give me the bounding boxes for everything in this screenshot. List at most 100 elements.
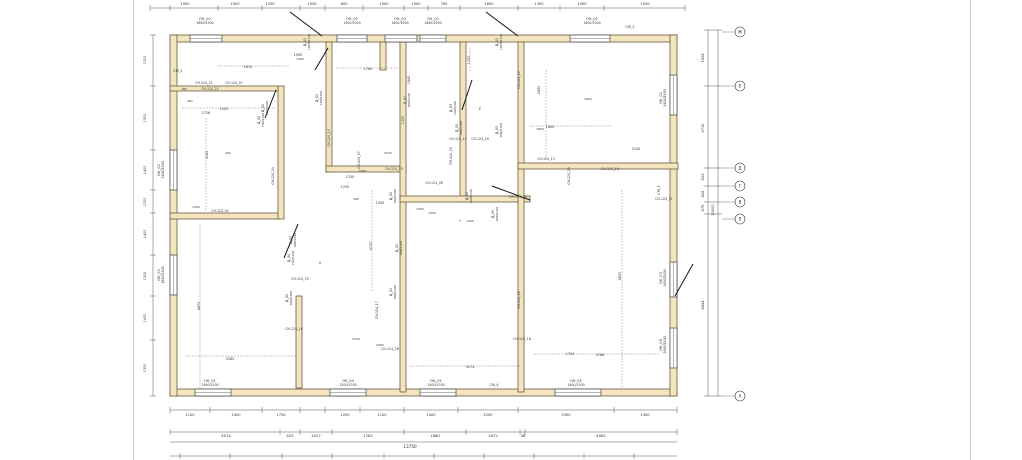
small-label-1: 180 [181, 87, 187, 91]
room-dim-9: 3285 [226, 357, 235, 361]
top-dim-label-2: 1250 [265, 2, 275, 6]
top-dim-label-9: 1350 [534, 2, 544, 6]
room-dim-14: 2830 [537, 86, 541, 95]
bottom-dim-label-6: 2200 [483, 413, 493, 417]
top-dim-label-0: 1000 [180, 2, 190, 6]
right-page-border [970, 0, 971, 460]
overall-dim-label-3: 1782 [363, 433, 373, 438]
left-dim-label-0: 1000 [143, 56, 147, 65]
top-dim-label-5: 1500 [379, 2, 389, 6]
bottom-dim-label-3: 1200 [340, 413, 350, 417]
room-dim-0: 1615 [244, 65, 253, 69]
wall-tag-17: СН-124_22 [201, 87, 219, 91]
bottom-dim-label-8: 1300 [640, 413, 650, 417]
room-dim-2: 1505 [220, 107, 229, 111]
door-swing-6 [491, 185, 531, 201]
room-dim-19: 1550 [376, 201, 385, 205]
window-label-ok-05-bottom-right: ОК_05 [570, 379, 582, 383]
small-label-11: 2030 [384, 151, 392, 155]
wall-tag-21: СН-124_28 [517, 291, 521, 309]
window-size-ok-04-bottom: 1200/1300 [339, 383, 356, 387]
overall-dim-label-7: 4062 [596, 433, 606, 438]
window-label-ok-05-right: ОК_05 [659, 339, 663, 351]
wall-tag-16: СН-124_21 [195, 81, 213, 85]
wall-tag-3: СН-124_24 [271, 167, 275, 185]
door-label-d-02-b: Д_02 [257, 116, 261, 124]
door-size-d-01-top-2: 1000/2100 [499, 34, 503, 50]
left-dim-label-2: 1400 [143, 166, 147, 175]
small-label-7: 1550 [428, 211, 436, 215]
top-dim-label-7: 700 [441, 2, 449, 6]
door-swing-1 [485, 11, 519, 37]
wall-tag-23: СН-124_31 [655, 197, 673, 201]
inner-wall-stub [379, 41, 387, 71]
window-size-ok-02-top-mid: 1500/1500 [343, 21, 360, 25]
axis-label-3: Г [739, 184, 742, 189]
bottom-dim-label-7: 2300 [561, 413, 571, 417]
window-label-ok-01-top-right: ОК_01 [586, 17, 598, 21]
overall-dim-label-4: 1680 [430, 433, 440, 438]
top-dim-label-3: 1050 [307, 2, 317, 6]
wall-tag-15: СН-124_20 [449, 147, 453, 165]
window-size-ok-01-top-right: 1400/1500 [583, 21, 600, 25]
right-dim-label-4: 479 [701, 204, 705, 212]
left-dim-label-1: 1300 [143, 114, 147, 123]
bottom-dim-label-2: 1750 [276, 413, 286, 417]
window-label-ok-03-top: ОК_03 [394, 17, 406, 21]
door-label-d-01-mid: Д_01 [389, 288, 393, 296]
inner-wall-mid-vt2 [399, 41, 407, 393]
inner-wall-left-vt [277, 85, 285, 220]
window-label-ok-02-top-3: ОК_02 [427, 17, 439, 21]
window-size-ok-02-top-left: 1650/1500 [196, 21, 213, 25]
left-dim-label-6: 1400 [143, 314, 147, 323]
right-dim-label-1: 2710 [701, 123, 705, 133]
door-size-d-02-d: 900/2100 [289, 291, 293, 305]
top-dim-label-8: 1650 [484, 2, 494, 6]
small-label-8: 1000 [296, 57, 304, 61]
window-size-ok-03-left: 1650/1500 [161, 266, 165, 283]
window-label-ok-03-left: ОК_03 [157, 269, 161, 281]
small-label-3: 162 [225, 151, 231, 155]
door-size-d-02-b: 700/2100 [261, 113, 265, 127]
wall-tag-0: СН-124_07 [357, 151, 361, 169]
overall-dim-label-5: 1672 [488, 433, 498, 438]
door-size-d-02-e: 900/2100 [393, 189, 397, 203]
wall-tag-7: СН-124_10 [509, 195, 527, 199]
door-size-d-02-right: 900/2100 [469, 189, 473, 203]
axis-label-0: Ж [738, 30, 743, 35]
overall-dim-label-2: 1027 [311, 433, 321, 438]
top-dim-label-10: 1500 [577, 2, 587, 6]
inner-wall-center-hz [399, 195, 531, 203]
wall-tag-18: СН-124_23 [567, 167, 571, 185]
wall-tag-13: СН-124_18 [513, 337, 531, 341]
window-label-ok-01-bottom-mid: ОК_01 [430, 379, 442, 383]
left-dim-label-3: 1200 [143, 198, 147, 207]
door-size-d-01-left: 700/2100 [319, 91, 323, 105]
inner-wall-right-vt [517, 41, 525, 393]
door-label-d-04: Д_04 [287, 254, 291, 262]
door-size-d-01-top: 1000/2100 [307, 34, 311, 50]
small-label-10: 1600 [584, 97, 592, 101]
misc-0: Н [319, 261, 322, 265]
bottom-dim-label-0: 1100 [185, 413, 195, 417]
wall-tag-11: СН-124_16 [285, 327, 303, 331]
small-label-9: 1800 [536, 127, 544, 131]
wall-tag-1: СН-124_07 [225, 81, 243, 85]
window-label-ok-02-top-left: ОК_02 [199, 17, 211, 21]
door-label-d-03: Д_03 [449, 104, 453, 112]
outer-wall-right [669, 34, 678, 397]
window-size-ok-03-top: 1400/1500 [391, 21, 408, 25]
window-label-ok-01-bottom-left: ОК_01 [204, 379, 216, 383]
door-label-d-02-d: Д_02 [285, 294, 289, 302]
bottom-dim-label-4: 1100 [377, 413, 387, 417]
room-dim-13: 1500 [294, 53, 303, 57]
door-label-d-02-e: Д_02 [389, 192, 393, 200]
window-size-ok-02-left: 1400/1500 [161, 161, 165, 178]
window-label-ok-02-right: ОК_02 [659, 92, 663, 104]
cm-tag-3: СМ_4 [489, 383, 498, 387]
inner-wall-small-hz [169, 85, 279, 92]
door-size-d-01-lower: 900/2100 [407, 93, 411, 107]
top-dim-label-11: 1500 [640, 2, 650, 6]
cm-tag-2: СМ_3 [657, 185, 661, 194]
